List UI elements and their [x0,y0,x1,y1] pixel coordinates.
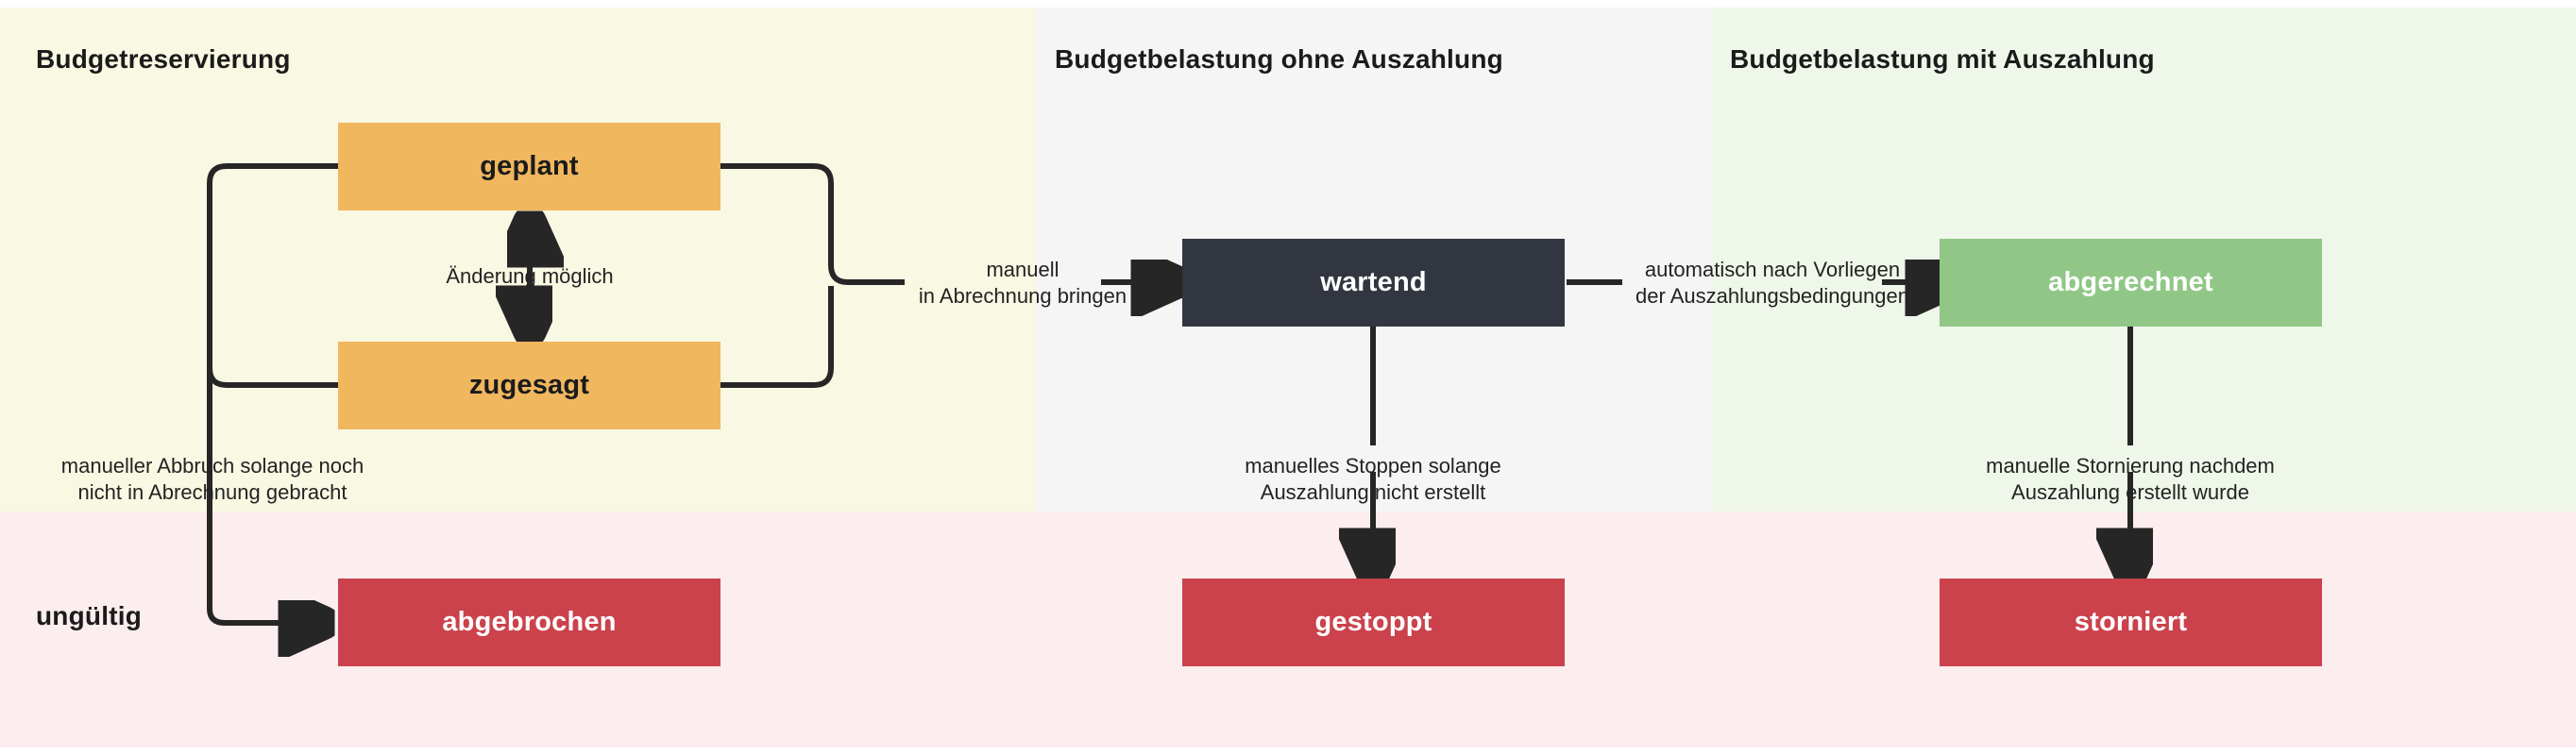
node-zugesagt[interactable]: zugesagt [338,342,720,429]
lane-title-mit-auszahlung: Budgetbelastung mit Auszahlung [1730,44,2155,74]
edge-reservierung-abgebrochen [207,163,338,623]
node-geplant[interactable]: geplant [338,123,720,210]
edge-reservierung-wartend [720,163,1174,388]
lane-title-budgetreservierung: Budgetreservierung [36,44,291,74]
lane-title-ohne-auszahlung: Budgetbelastung ohne Auszahlung [1055,44,1503,74]
node-storniert[interactable]: storniert [1940,579,2322,666]
lane-title-ungueltig: ungültig [36,601,143,630]
node-wartend[interactable]: wartend [1182,239,1565,327]
node-abgerechnet[interactable]: abgerechnet [1940,239,2322,327]
node-gestoppt[interactable]: gestoppt [1182,579,1565,666]
node-abgebrochen[interactable]: abgebrochen [338,579,720,666]
